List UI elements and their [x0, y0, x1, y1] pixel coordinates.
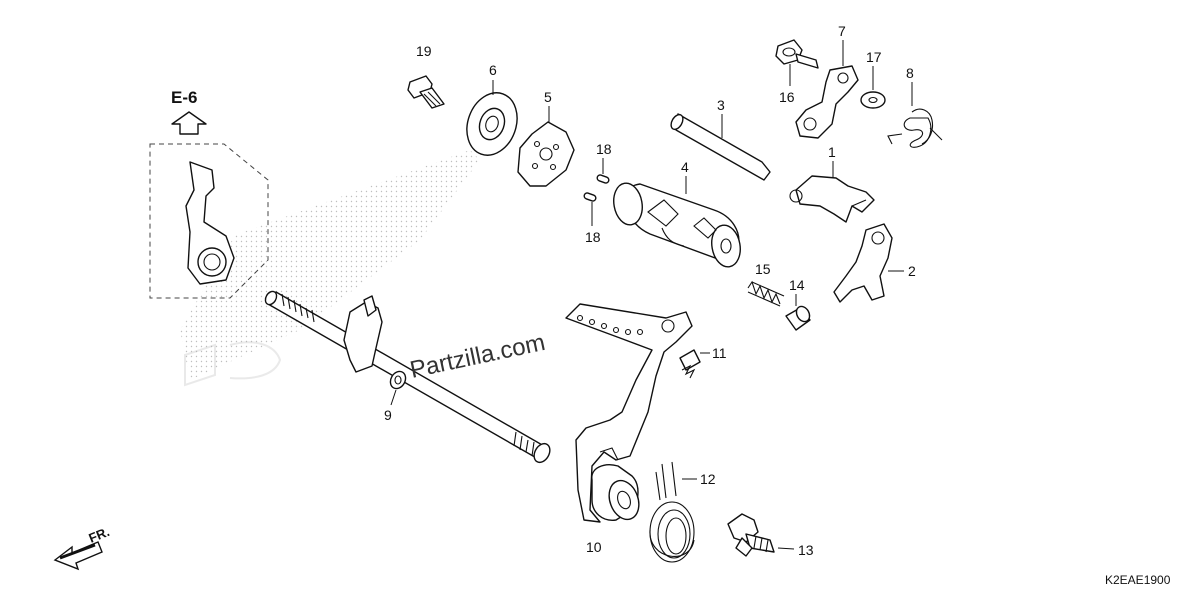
part-9-washer[interactable]: 9 [384, 369, 409, 423]
callout-13: 13 [798, 542, 814, 558]
part-4-shift-drum[interactable]: 4 [611, 159, 744, 269]
background-logo-ghost [184, 341, 282, 387]
callout-16: 16 [779, 89, 795, 105]
part-15-spring[interactable]: 15 [747, 261, 785, 307]
part-8-stopper-spring[interactable]: 8 [887, 65, 943, 148]
part-7-stopper-arm[interactable]: 7 [795, 23, 859, 139]
callout-10: 10 [586, 539, 602, 555]
callout-19: 19 [416, 43, 432, 59]
callout-14: 14 [789, 277, 805, 293]
callout-1: 1 [828, 144, 836, 160]
reference-dashed-frame [149, 143, 269, 299]
part-10-gearshift-arm[interactable]: 10 [565, 303, 693, 555]
front-direction-indicator: FR. [53, 524, 112, 571]
part-18-pins[interactable]: 18 18 [583, 141, 612, 245]
reference-beam-shading [180, 150, 480, 380]
callout-6: 6 [489, 62, 497, 78]
part-11-plunger[interactable]: 11 [679, 345, 727, 379]
callout-18-lower: 18 [585, 229, 601, 245]
part-16-bolt[interactable]: 16 [775, 39, 819, 105]
callout-18-upper: 18 [596, 141, 612, 157]
diagram-code: K2EAE1900 [1105, 573, 1171, 587]
part-3-fork-shaft[interactable]: 3 [669, 97, 771, 181]
reference-shift-arm [185, 161, 235, 285]
reference-label: E-6 [171, 88, 197, 107]
callout-5: 5 [544, 89, 552, 105]
part-14-plunger[interactable]: 14 [785, 277, 812, 331]
callout-9: 9 [384, 407, 392, 423]
part-19-bolt[interactable]: 19 [407, 43, 445, 109]
up-arrow-icon [171, 111, 207, 135]
part-12-return-spring[interactable]: 12 [649, 461, 716, 563]
callout-8: 8 [906, 65, 914, 81]
callout-12: 12 [700, 471, 716, 487]
part-13-stopper-bolt[interactable]: 13 [727, 513, 814, 558]
part-1-shift-fork[interactable]: 1 [789, 144, 875, 223]
callout-11: 11 [712, 345, 727, 361]
gearshift-spindle[interactable] [263, 289, 553, 465]
part-5-star-plate[interactable]: 5 [517, 89, 575, 187]
callout-7: 7 [838, 23, 846, 39]
watermark: Partzilla.com [408, 329, 548, 384]
part-17-washer[interactable]: 17 [860, 49, 886, 109]
callout-4: 4 [681, 159, 689, 175]
callout-2: 2 [908, 263, 916, 279]
callout-3: 3 [717, 97, 725, 113]
part-6-plate[interactable]: 6 [459, 62, 526, 162]
callout-17: 17 [866, 49, 882, 65]
reference-e6[interactable]: E-6 [149, 88, 269, 299]
callout-15: 15 [755, 261, 771, 277]
part-2-shift-fork[interactable]: 2 [833, 223, 916, 303]
front-arrow-icon [53, 541, 103, 571]
front-label: FR. [87, 524, 112, 546]
